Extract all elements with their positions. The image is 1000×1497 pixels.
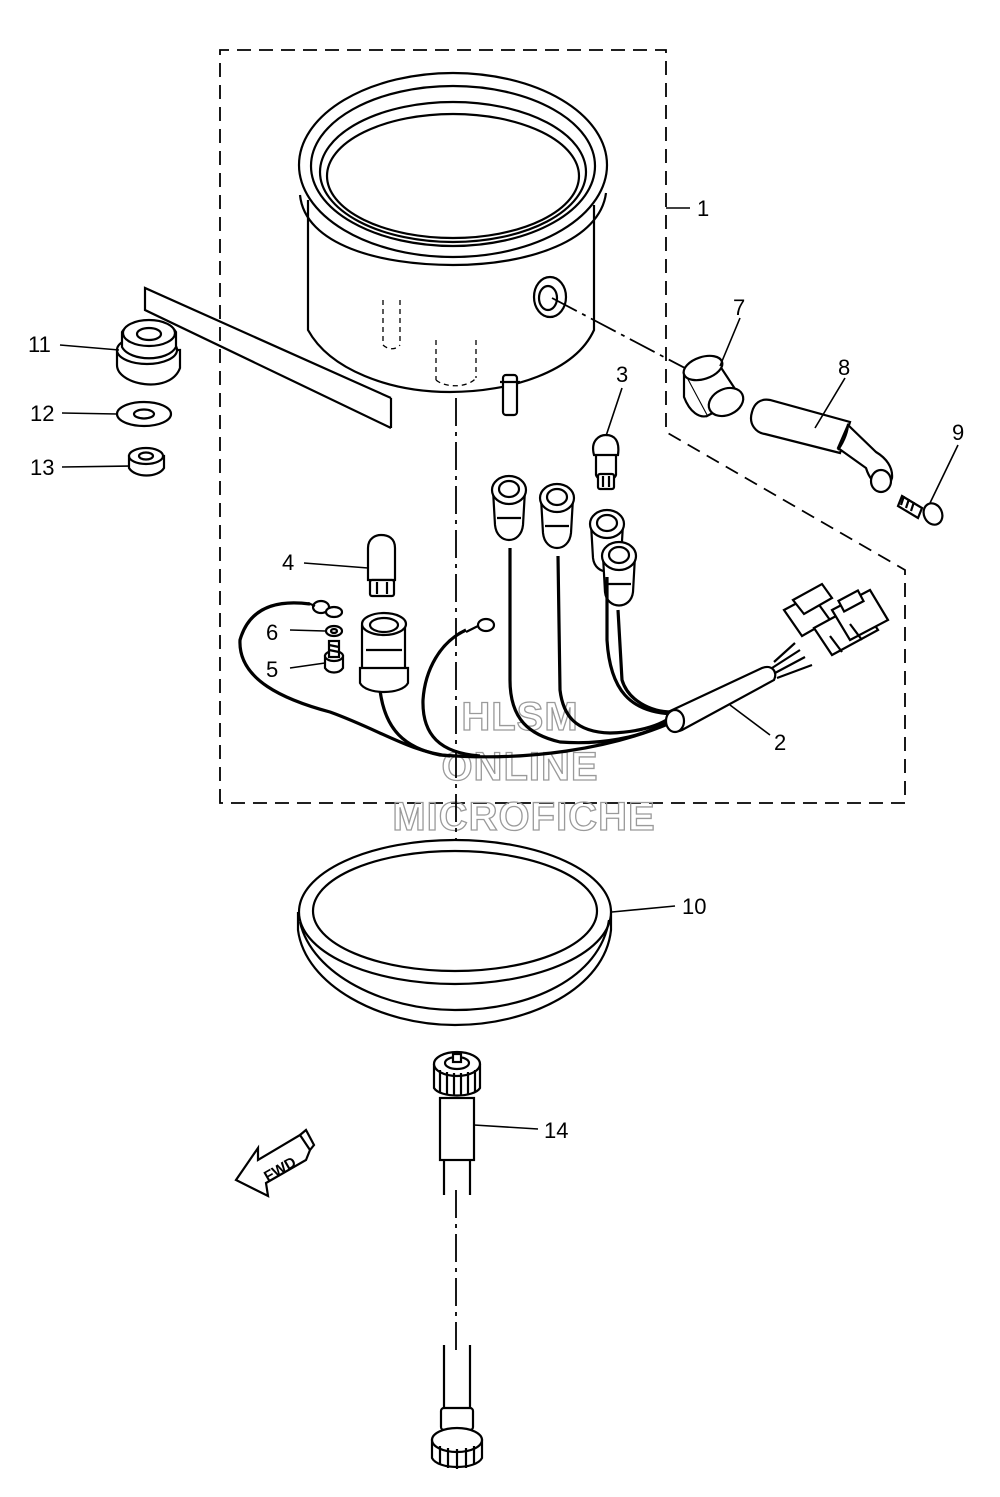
callout-9: 9	[952, 420, 964, 445]
callout-1: 1	[697, 196, 709, 221]
screw-part-5	[323, 639, 345, 674]
grommet-part-11	[115, 318, 182, 386]
bulb-part-3	[592, 433, 620, 491]
callout-8: 8	[838, 355, 850, 380]
watermark-line3: MICROFICHE	[392, 795, 655, 839]
socket-b	[538, 482, 576, 549]
tube-part-8	[749, 398, 894, 494]
callout-3: 3	[616, 362, 628, 387]
washer-part-12	[115, 400, 173, 428]
ring-terminal-b	[465, 617, 496, 633]
bezel-ring-part-10	[296, 838, 613, 1027]
sleeve-part-7	[682, 354, 745, 418]
callout-4: 4	[282, 550, 294, 575]
watermark-line2: ONLINE	[441, 745, 598, 789]
socket-d	[600, 540, 638, 607]
callout-14: 14	[544, 1118, 568, 1143]
harness-part-2	[664, 582, 890, 734]
callout-10: 10	[682, 894, 706, 919]
watermark: HLSM ONLINE MICROFICHE	[392, 694, 656, 839]
lamp-socket	[358, 611, 410, 694]
washer-part-6	[324, 605, 344, 638]
screw-part-9	[896, 494, 944, 526]
socket-a	[490, 474, 528, 541]
callout-5: 5	[266, 657, 278, 682]
wire-harness	[238, 548, 673, 759]
meter-housing	[297, 71, 609, 417]
ring-terminal-a	[307, 599, 331, 615]
bulb-part-4	[366, 533, 397, 598]
callout-11: 11	[28, 332, 51, 357]
cable-part-14	[430, 1050, 484, 1469]
callout-13: 13	[30, 455, 54, 480]
callout-2: 2	[774, 730, 786, 755]
assembly-boundary	[219, 49, 906, 804]
nut-part-13	[127, 446, 166, 477]
callout-7: 7	[733, 295, 745, 320]
callout-12: 12	[30, 401, 54, 426]
callout-6: 6	[266, 620, 278, 645]
fwd-arrow-icon: FWD	[234, 1128, 316, 1198]
